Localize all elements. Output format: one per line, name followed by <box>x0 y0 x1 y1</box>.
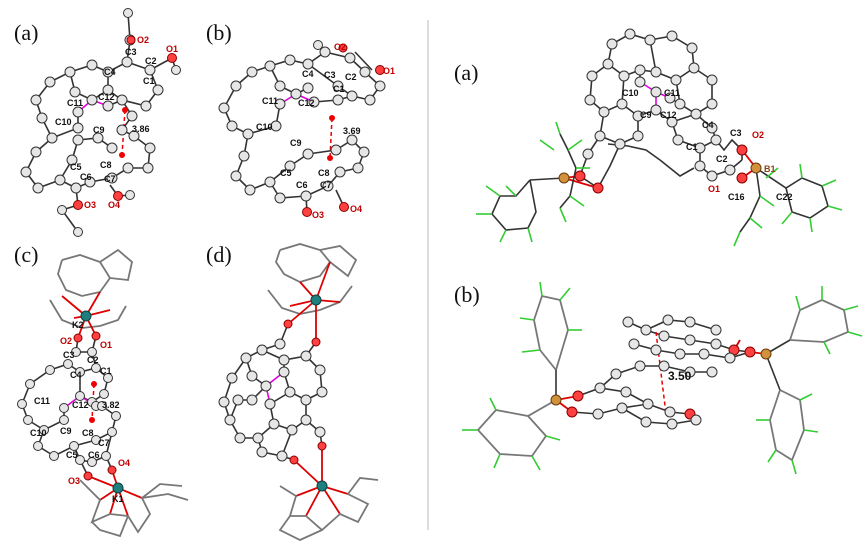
atom-label-b-c8: C8 <box>318 168 330 178</box>
atom-label-c-o1: O1 <box>100 340 112 350</box>
atom-label-a-c11: C11 <box>67 98 83 108</box>
atom-label-a-o1: O1 <box>166 44 178 54</box>
atom-label-b-c10: C10 <box>256 122 273 132</box>
pi-stack-distance-line <box>655 331 667 415</box>
panel-left-c: (c) <box>14 242 189 538</box>
atom-label-ra-c22: C22 <box>776 192 793 202</box>
atom-label-ra-o1: O1 <box>708 184 720 194</box>
panel-label-right-b: (b) <box>454 282 480 307</box>
atom-label-c-o2: O2 <box>60 336 72 346</box>
panel-label-left-a: (a) <box>14 20 38 45</box>
atom-label-c-k1: K1 <box>112 494 124 504</box>
atom-label-c-c3: C3 <box>63 350 75 360</box>
atom-label-a-c1: C1 <box>143 76 155 86</box>
atom-label-ra-c9: C9 <box>640 110 652 120</box>
atom-label-c-c12: C12 <box>72 400 89 410</box>
atom-label-c-c7: C7 <box>98 438 110 448</box>
panel-label-left-b: (b) <box>206 20 232 45</box>
atom-label-a-dist: 3.86 <box>132 124 150 134</box>
atom-label-a-c10: C10 <box>55 117 72 127</box>
atom-label-c-o4: O4 <box>118 458 130 468</box>
atom-label-ra-c1: C1 <box>686 142 698 152</box>
atom-label-a-o4: O4 <box>108 200 120 210</box>
panel-right-b: (b) <box>454 281 863 475</box>
atom-label-b-o2: O2 <box>334 42 346 52</box>
atom-label-ra-c11: C11 <box>664 88 680 98</box>
panel-label-right-a: (a) <box>454 60 478 85</box>
atom-label-ra-c16: C16 <box>728 192 745 202</box>
atom-label-b-c1: C1 <box>333 84 345 94</box>
atom-label-ra-c10: C10 <box>622 88 639 98</box>
atom-label-c-c1: C1 <box>100 366 112 376</box>
panel-left-a: (a) <box>14 8 181 237</box>
atom-label-c-c11: C11 <box>34 396 50 406</box>
atom-label-a-c8: C8 <box>100 160 112 170</box>
atom-label-c-dist: 3.82 <box>102 400 120 410</box>
atom-label-ra-c12: C12 <box>660 110 677 120</box>
atom-label-a-c12: C12 <box>98 92 115 102</box>
atom-label-ra-o2: O2 <box>752 130 764 140</box>
atom-label-c-c2: C2 <box>87 355 99 365</box>
atom-label-b-c11: C11 <box>262 96 278 106</box>
atom-label-ra-c3: C3 <box>730 128 742 138</box>
atom-label-c-c8: C8 <box>82 428 94 438</box>
atom-label-b-o4: O4 <box>350 204 362 214</box>
atom-label-b-c2: C2 <box>345 72 357 82</box>
atom-label-b-c3: C3 <box>324 70 336 80</box>
atom-label-b-c6: C6 <box>296 180 308 190</box>
atom-label-b-c7: C7 <box>320 180 332 190</box>
atom-label-a-c2: C2 <box>145 56 157 66</box>
atom-label-a-c6: C6 <box>80 172 92 182</box>
atom-label-c-c5: C5 <box>66 450 78 460</box>
atom-label-c-c9: C9 <box>60 426 72 436</box>
atom-label-b-c5: C5 <box>280 168 292 178</box>
atom-label-a-c9: C9 <box>93 125 105 135</box>
atom-label-a-c3: C3 <box>125 47 137 57</box>
atom-label-b-o1: O1 <box>383 66 395 76</box>
atom-label-b-c9: C9 <box>290 138 302 148</box>
atom-label-c-k2: K2 <box>72 320 84 330</box>
atom-label-c-c10: C10 <box>30 428 47 438</box>
atom-label-b-c4: C4 <box>302 69 314 79</box>
panel-left-b: (b) <box>206 20 395 220</box>
atom-label-rb-dist: 3.50 <box>668 369 692 383</box>
atom-label-c-c4: C4 <box>70 370 82 380</box>
atom-label-a-c4: C4 <box>104 67 116 77</box>
atom-label-c-c6: C6 <box>88 450 100 460</box>
atom-label-a-o2: O2 <box>137 35 149 45</box>
atom-label-b-c12: C12 <box>298 98 315 108</box>
atom-label-a-c7: C7 <box>104 174 116 184</box>
panel-label-left-c: (c) <box>14 242 38 267</box>
atom-label-b-dist: 3.69 <box>343 126 361 136</box>
atom-label-c-o3: O3 <box>68 476 80 486</box>
atom-label-ra-b1: B1 <box>764 164 776 174</box>
atom-label-a-c5: C5 <box>70 162 82 172</box>
atom-label-ra-c2: C2 <box>716 154 728 164</box>
atom-label-b-o3: O3 <box>312 210 324 220</box>
panel-left-d: (d) <box>206 242 379 541</box>
atom-label-ra-c4: C4 <box>702 120 714 130</box>
panel-right-a: (a) <box>454 28 843 247</box>
atom-label-a-o3: O3 <box>84 200 96 210</box>
panel-label-left-d: (d) <box>206 242 232 267</box>
